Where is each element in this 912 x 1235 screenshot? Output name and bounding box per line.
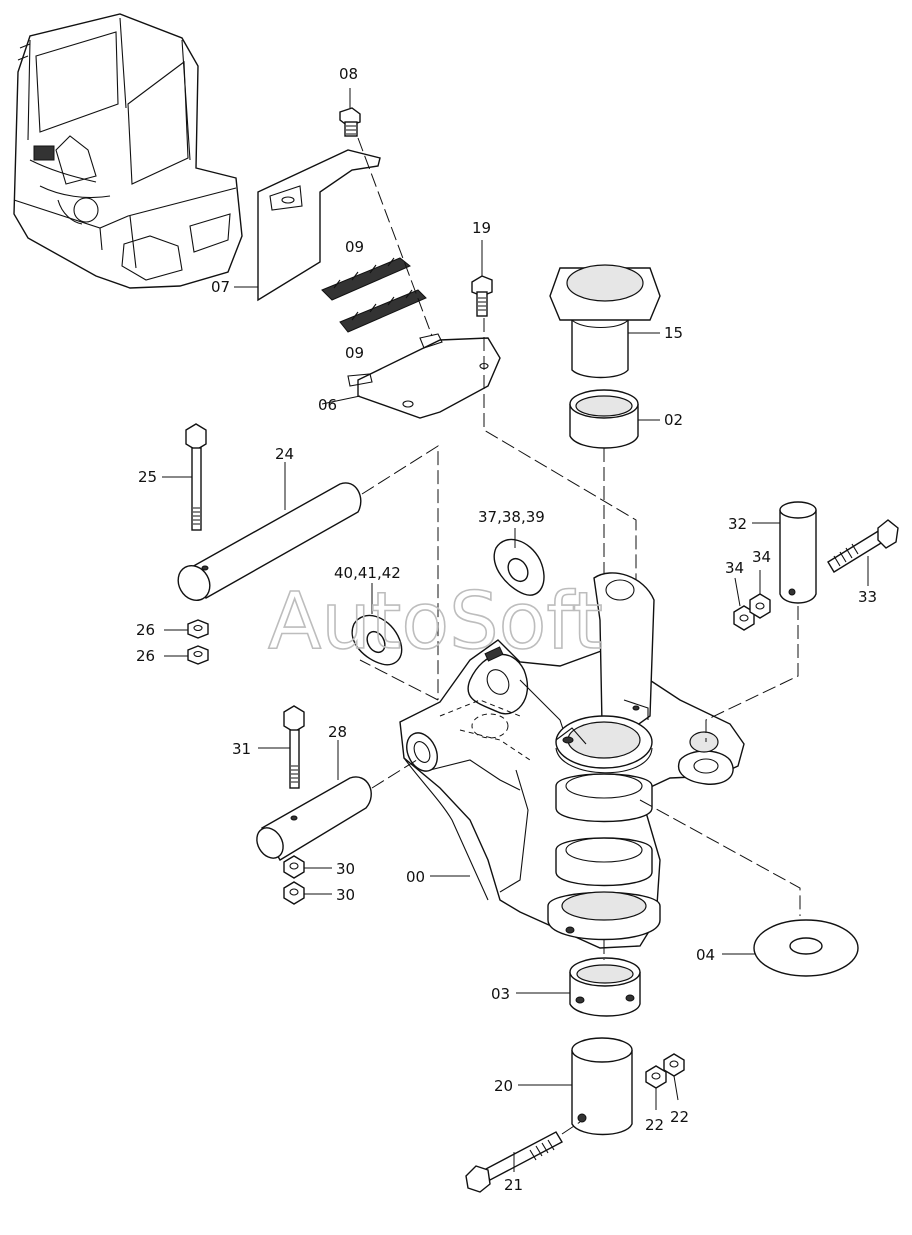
shim-09-lower — [339, 289, 427, 333]
plate-06 — [347, 333, 501, 419]
nut-26-lower — [187, 645, 209, 665]
callout-30-upper: 30 — [336, 860, 355, 878]
leader-34a — [734, 577, 741, 607]
callout-00: 00 — [406, 868, 425, 886]
callout-06: 06 — [318, 396, 337, 414]
axis-bolt-08 — [357, 137, 433, 337]
callout-02: 02 — [664, 411, 683, 429]
callout-25: 25 — [138, 468, 157, 486]
callout-20: 20 — [494, 1077, 513, 1095]
nut-30-upper — [283, 855, 305, 879]
washer-37-38-39 — [493, 538, 545, 596]
bushing-02 — [569, 389, 639, 449]
thrust-washer-04 — [753, 919, 859, 977]
callout-32: 32 — [728, 515, 747, 533]
callout-34-left: 34 — [725, 559, 744, 577]
axis-pin-28 — [371, 757, 421, 789]
callout-09-lower: 09 — [345, 344, 364, 362]
callout-22-right: 22 — [670, 1108, 689, 1126]
pin-32 — [779, 501, 817, 604]
callout-08: 08 — [339, 65, 358, 83]
nut-26-upper — [187, 619, 209, 639]
callout-09-upper: 09 — [345, 238, 364, 256]
callout-26-lower: 26 — [136, 647, 155, 665]
cover-plate-07 — [257, 149, 381, 302]
bolt-25 — [185, 423, 207, 531]
pin-24 — [177, 482, 362, 601]
nut-34-right — [749, 593, 771, 619]
nut-30-lower — [283, 881, 305, 905]
axis-pin-24-through — [359, 659, 439, 701]
shim-09-upper — [321, 257, 411, 301]
callout-34-right: 34 — [752, 548, 771, 566]
callout-21: 21 — [504, 1176, 523, 1194]
callout-24: 24 — [275, 445, 294, 463]
bolt-31 — [283, 705, 305, 789]
callout-15: 15 — [664, 324, 683, 342]
callout-03: 03 — [491, 985, 510, 1003]
washer-40-41-42 — [351, 614, 403, 666]
pin-20 — [571, 1037, 633, 1136]
callout-33: 33 — [858, 588, 877, 606]
nut-22-right — [663, 1053, 685, 1077]
pin-28 — [256, 776, 372, 861]
axis-pin-24 — [361, 445, 439, 700]
callout-04: 04 — [696, 946, 715, 964]
bolt-19 — [471, 275, 493, 317]
callout-37-38-39: 37,38,39 — [478, 508, 545, 526]
callout-31: 31 — [232, 740, 251, 758]
swing-bracket-00 — [399, 572, 745, 949]
bolt-33 — [827, 519, 899, 573]
axis-pin-32 — [705, 606, 799, 742]
excavator-cab-illustration — [13, 13, 243, 289]
callout-30-lower: 30 — [336, 886, 355, 904]
callout-26-upper: 26 — [136, 621, 155, 639]
bolt-21 — [465, 1131, 563, 1193]
collar-03 — [569, 957, 641, 1017]
callout-28: 28 — [328, 723, 347, 741]
watermark: AutoSoft — [268, 577, 603, 667]
callout-40-41-42: 40,41,42 — [334, 564, 401, 582]
nut-22-left — [645, 1065, 667, 1089]
axis-bolt-21 — [561, 1121, 581, 1135]
callout-07: 07 — [211, 278, 230, 296]
callout-19: 19 — [472, 219, 491, 237]
nut-34-left — [733, 605, 755, 631]
axis-washer-04 — [639, 799, 801, 916]
axis-bolt-19 — [483, 318, 637, 700]
leader-06 — [321, 395, 361, 405]
flanged-bushing-15 — [549, 264, 661, 379]
bolt-08 — [339, 107, 361, 137]
callout-22-left: 22 — [645, 1116, 664, 1134]
leader-22b — [673, 1075, 679, 1101]
